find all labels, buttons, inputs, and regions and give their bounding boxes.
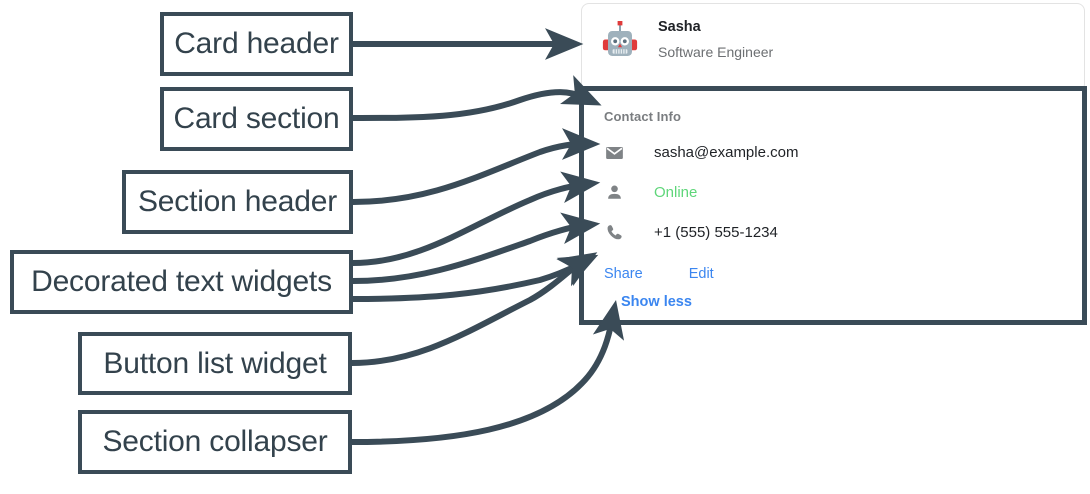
annotation-box-decorated-text-widgets: Decorated text widgets (10, 250, 353, 314)
arrow-decorated-text-2 (352, 212, 601, 284)
button-list-widget: Share Edit (604, 266, 1082, 282)
edit-button[interactable]: Edit (688, 266, 714, 282)
person-icon (604, 182, 624, 202)
decorated-text-widget-phone: +1 (555) 555-1234 (604, 220, 1082, 244)
annotation-box-section-collapser: Section collapser (78, 410, 352, 474)
annotation-box-button-list-widget: Button list widget (78, 332, 352, 395)
status-value: Online (654, 183, 698, 201)
card-section-content: Contact Info sasha@example.com Online (584, 91, 1082, 310)
phone-icon (604, 222, 624, 242)
card-section: Contact Info sasha@example.com Online (579, 86, 1087, 325)
arrow-section-header (352, 128, 601, 205)
share-button[interactable]: Share (604, 266, 643, 282)
card-subtitle: Software Engineer (658, 43, 774, 60)
arrow-button-list (351, 252, 598, 366)
decorated-text-widget-status: Online (604, 180, 1082, 204)
contact-card: Sasha Software Engineer (581, 3, 1085, 92)
annotation-label: Section collapser (102, 425, 328, 458)
annotation-label: Button list widget (103, 346, 327, 380)
email-value: sasha@example.com (654, 143, 799, 161)
arrow-card-section (352, 75, 602, 121)
card-header-text: Sasha Software Engineer (658, 19, 773, 60)
arrow-decorated-text-1 (352, 171, 601, 266)
phone-value: +1 (555) 555-1234 (654, 223, 778, 241)
annotation-label: Card section (173, 102, 340, 135)
decorated-text-widget-email: sasha@example.com (604, 140, 1082, 164)
section-collapser-button[interactable]: Show less (621, 294, 692, 310)
annotation-box-card-header: Card header (160, 12, 353, 76)
annotation-label: Decorated text widgets (31, 265, 332, 298)
robot-avatar-icon (598, 18, 642, 62)
annotation-box-card-section: Card section (160, 87, 353, 151)
annotation-box-section-header: Section header (122, 170, 353, 234)
email-icon (604, 142, 624, 162)
annotation-label: Card header (174, 27, 339, 60)
card-title: Sasha (658, 19, 701, 36)
annotation-label: Section header (137, 185, 337, 218)
section-header: Contact Info (604, 109, 682, 124)
arrow-section-collapser (351, 299, 625, 445)
card-header: Sasha Software Engineer (582, 4, 1084, 62)
